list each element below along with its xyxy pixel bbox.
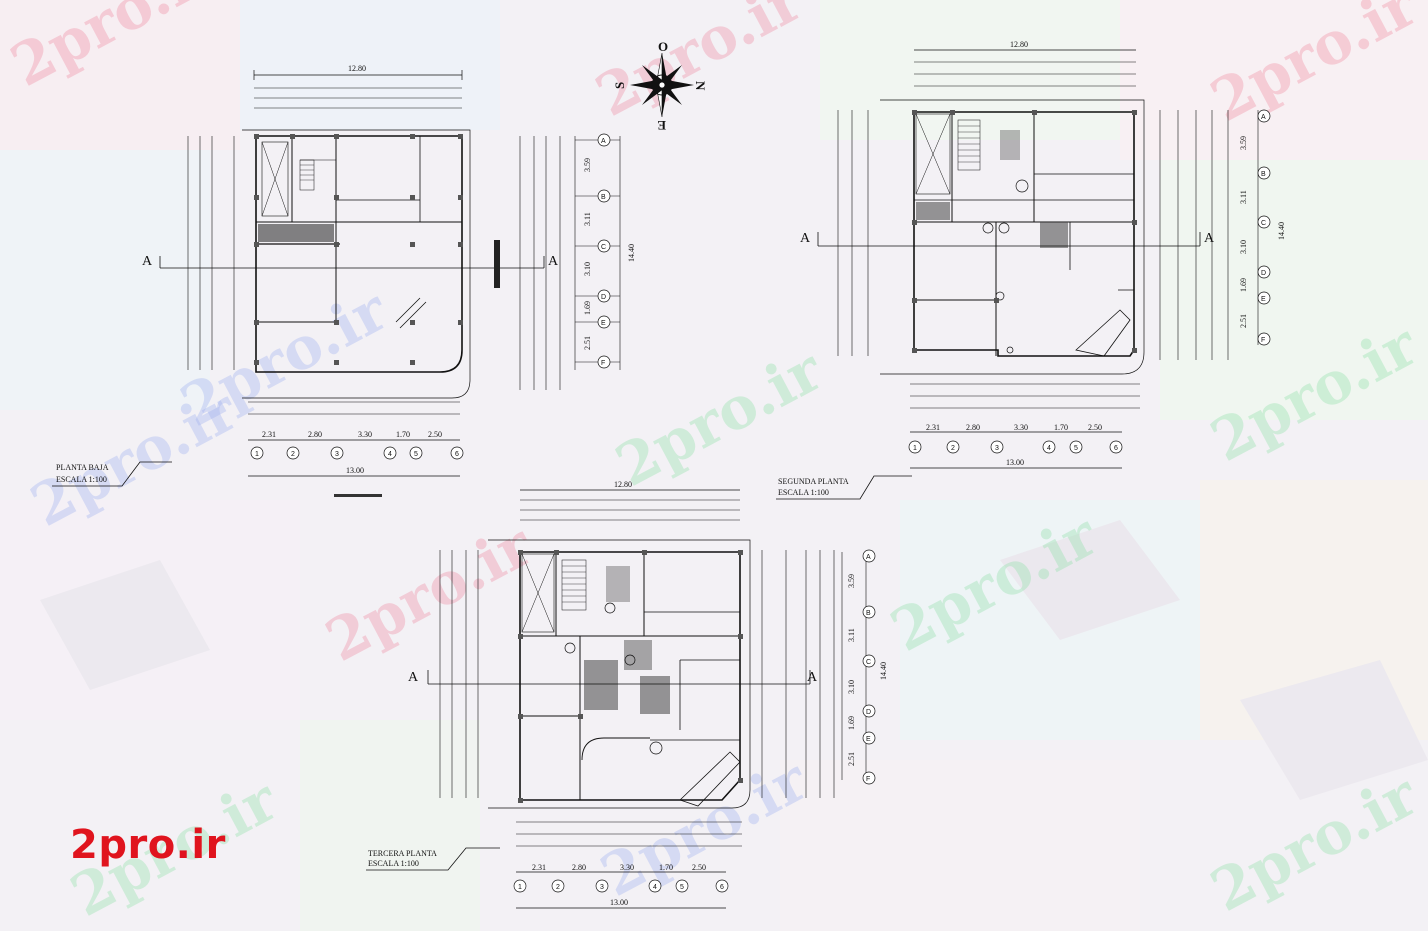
plan2-axis-a: A bbox=[1261, 114, 1266, 121]
plan1-title: PLANTA BAJA bbox=[56, 463, 109, 472]
plan1-scale: ESCALA 1:100 bbox=[56, 475, 107, 484]
plan1-row-dim-5: 2.51 bbox=[583, 336, 592, 350]
plan2-row-dim-5: 2.51 bbox=[1239, 314, 1248, 328]
plan3-row-dim-1: 3.59 bbox=[847, 574, 856, 588]
floor-plan-tercera-planta: 12.80 bbox=[366, 480, 888, 909]
plan3-axis-d: D bbox=[866, 709, 871, 716]
plan2-axis-e: E bbox=[1261, 296, 1266, 303]
plan1-bottom-total: 13.00 bbox=[346, 466, 364, 475]
plan3-col-3: 3 bbox=[600, 884, 604, 891]
floor-plan-segunda-planta: 12.80 bbox=[776, 40, 1286, 500]
plan3-bottom-total: 13.00 bbox=[610, 898, 628, 907]
plan1-bottom-dim-3: 3.30 bbox=[358, 430, 372, 439]
compass-east: E bbox=[657, 118, 666, 133]
compass-north: N bbox=[693, 81, 708, 91]
plan2-bottom-total: 13.00 bbox=[1006, 458, 1024, 467]
plan3-row-dim-4: 1.69 bbox=[847, 716, 856, 730]
plan1-section-mark-right: A bbox=[548, 254, 559, 269]
plan3-bottom-dim-4: 1.70 bbox=[659, 863, 673, 872]
plan3-bottom-dim-1: 2.31 bbox=[532, 863, 546, 872]
plan3-col-4: 4 bbox=[653, 884, 657, 891]
plan1-axis-d: D bbox=[601, 294, 606, 301]
plan3-top-dim: 12.80 bbox=[614, 480, 632, 489]
plan2-col-3: 3 bbox=[995, 445, 999, 452]
plan1-bottom-dim-4: 1.70 bbox=[396, 430, 410, 439]
plan1-col-6: 6 bbox=[455, 451, 459, 458]
compass-west: O bbox=[658, 39, 668, 54]
plan1-row-dim-1: 3.59 bbox=[583, 158, 592, 172]
plan2-col-1: 1 bbox=[913, 445, 917, 452]
plan1-axis-c: C bbox=[601, 244, 606, 251]
plan1-row-dim-2: 3.11 bbox=[583, 212, 592, 226]
plan3-row-dim-3: 3.10 bbox=[847, 680, 856, 694]
plan1-section-mark-left: A bbox=[142, 254, 153, 269]
plan1-side-total: 14.40 bbox=[627, 244, 636, 262]
plan3-col-6: 6 bbox=[720, 884, 724, 891]
plan2-col-4: 4 bbox=[1047, 445, 1051, 452]
plan1-col-3: 3 bbox=[335, 451, 339, 458]
plan1-row-dim-4: 1.69 bbox=[583, 301, 592, 315]
plan2-col-2: 2 bbox=[951, 445, 955, 452]
plan1-axis-f: F bbox=[601, 360, 605, 367]
plan2-bottom-dim-2: 2.80 bbox=[966, 423, 980, 432]
plan2-side-total: 14.40 bbox=[1277, 222, 1286, 240]
plan3-col-5: 5 bbox=[680, 884, 684, 891]
plan2-axis-c: C bbox=[1261, 220, 1266, 227]
plan2-bottom-dim-4: 1.70 bbox=[1054, 423, 1068, 432]
plan3-bottom-dim-2: 2.80 bbox=[572, 863, 586, 872]
plan1-bottom-dim-1: 2.31 bbox=[262, 430, 276, 439]
plan2-axis-b: B bbox=[1261, 171, 1266, 178]
plan1-row-dim-3: 3.10 bbox=[583, 262, 592, 276]
plan2-row-dim-1: 3.59 bbox=[1239, 136, 1248, 150]
plan3-title: TERCERA PLANTA bbox=[368, 849, 437, 858]
plan3-row-dim-2: 3.11 bbox=[847, 628, 856, 642]
plan2-scale: ESCALA 1:100 bbox=[778, 488, 829, 497]
plan2-section-mark-right: A bbox=[1204, 231, 1215, 246]
plan2-axis-d: D bbox=[1261, 270, 1266, 277]
plan2-section-mark-left: A bbox=[800, 231, 811, 246]
plan2-row-dim-3: 3.10 bbox=[1239, 240, 1248, 254]
plan2-row-dim-4: 1.69 bbox=[1239, 278, 1248, 292]
plan2-bottom-dim-5: 2.50 bbox=[1088, 423, 1102, 432]
plan1-col-4: 4 bbox=[388, 451, 392, 458]
plan3-col-1: 1 bbox=[518, 884, 522, 891]
plan1-bottom-dim-2: 2.80 bbox=[308, 430, 322, 439]
site-logo: 2pro.ir bbox=[70, 822, 226, 868]
plan3-axis-c: C bbox=[866, 659, 871, 666]
plan3-row-dim-5: 2.51 bbox=[847, 752, 856, 766]
plan3-section-mark-left: A bbox=[408, 670, 419, 685]
plan2-axis-f: F bbox=[1261, 337, 1265, 344]
plan1-axis-a: A bbox=[601, 138, 606, 145]
floor-plan-planta-baja: 12.80 bbox=[52, 64, 636, 497]
plan1-top-dim: 12.80 bbox=[348, 64, 366, 73]
plan2-row-dim-2: 3.11 bbox=[1239, 190, 1248, 204]
plan3-col-2: 2 bbox=[556, 884, 560, 891]
plan2-title: SEGUNDA PLANTA bbox=[778, 477, 849, 486]
plan2-top-dim: 12.80 bbox=[1010, 40, 1028, 49]
plan1-axis-e: E bbox=[601, 320, 606, 327]
plan3-side-total: 14.40 bbox=[879, 662, 888, 680]
plan2-col-6: 6 bbox=[1114, 445, 1118, 452]
plan3-axis-f: F bbox=[866, 776, 870, 783]
plan1-bottom-dim-5: 2.50 bbox=[428, 430, 442, 439]
compass-rose: O E S N bbox=[612, 39, 708, 133]
plan3-axis-e: E bbox=[866, 736, 871, 743]
plan1-col-2: 2 bbox=[291, 451, 295, 458]
plan3-axis-a: A bbox=[866, 554, 871, 561]
plan2-bottom-dim-3: 3.30 bbox=[1014, 423, 1028, 432]
plan1-col-1: 1 bbox=[255, 451, 259, 458]
plan3-bottom-dim-5: 2.50 bbox=[692, 863, 706, 872]
plan3-section-mark-right: A bbox=[807, 670, 818, 685]
plan1-col-5: 5 bbox=[414, 451, 418, 458]
plan3-axis-b: B bbox=[866, 610, 871, 617]
compass-south: S bbox=[612, 82, 627, 89]
plan1-axis-b: B bbox=[601, 194, 606, 201]
plan2-col-5: 5 bbox=[1074, 445, 1078, 452]
plan3-bottom-dim-3: 3.30 bbox=[620, 863, 634, 872]
plan3-scale: ESCALA 1:100 bbox=[368, 859, 419, 868]
plan2-bottom-dim-1: 2.31 bbox=[926, 423, 940, 432]
